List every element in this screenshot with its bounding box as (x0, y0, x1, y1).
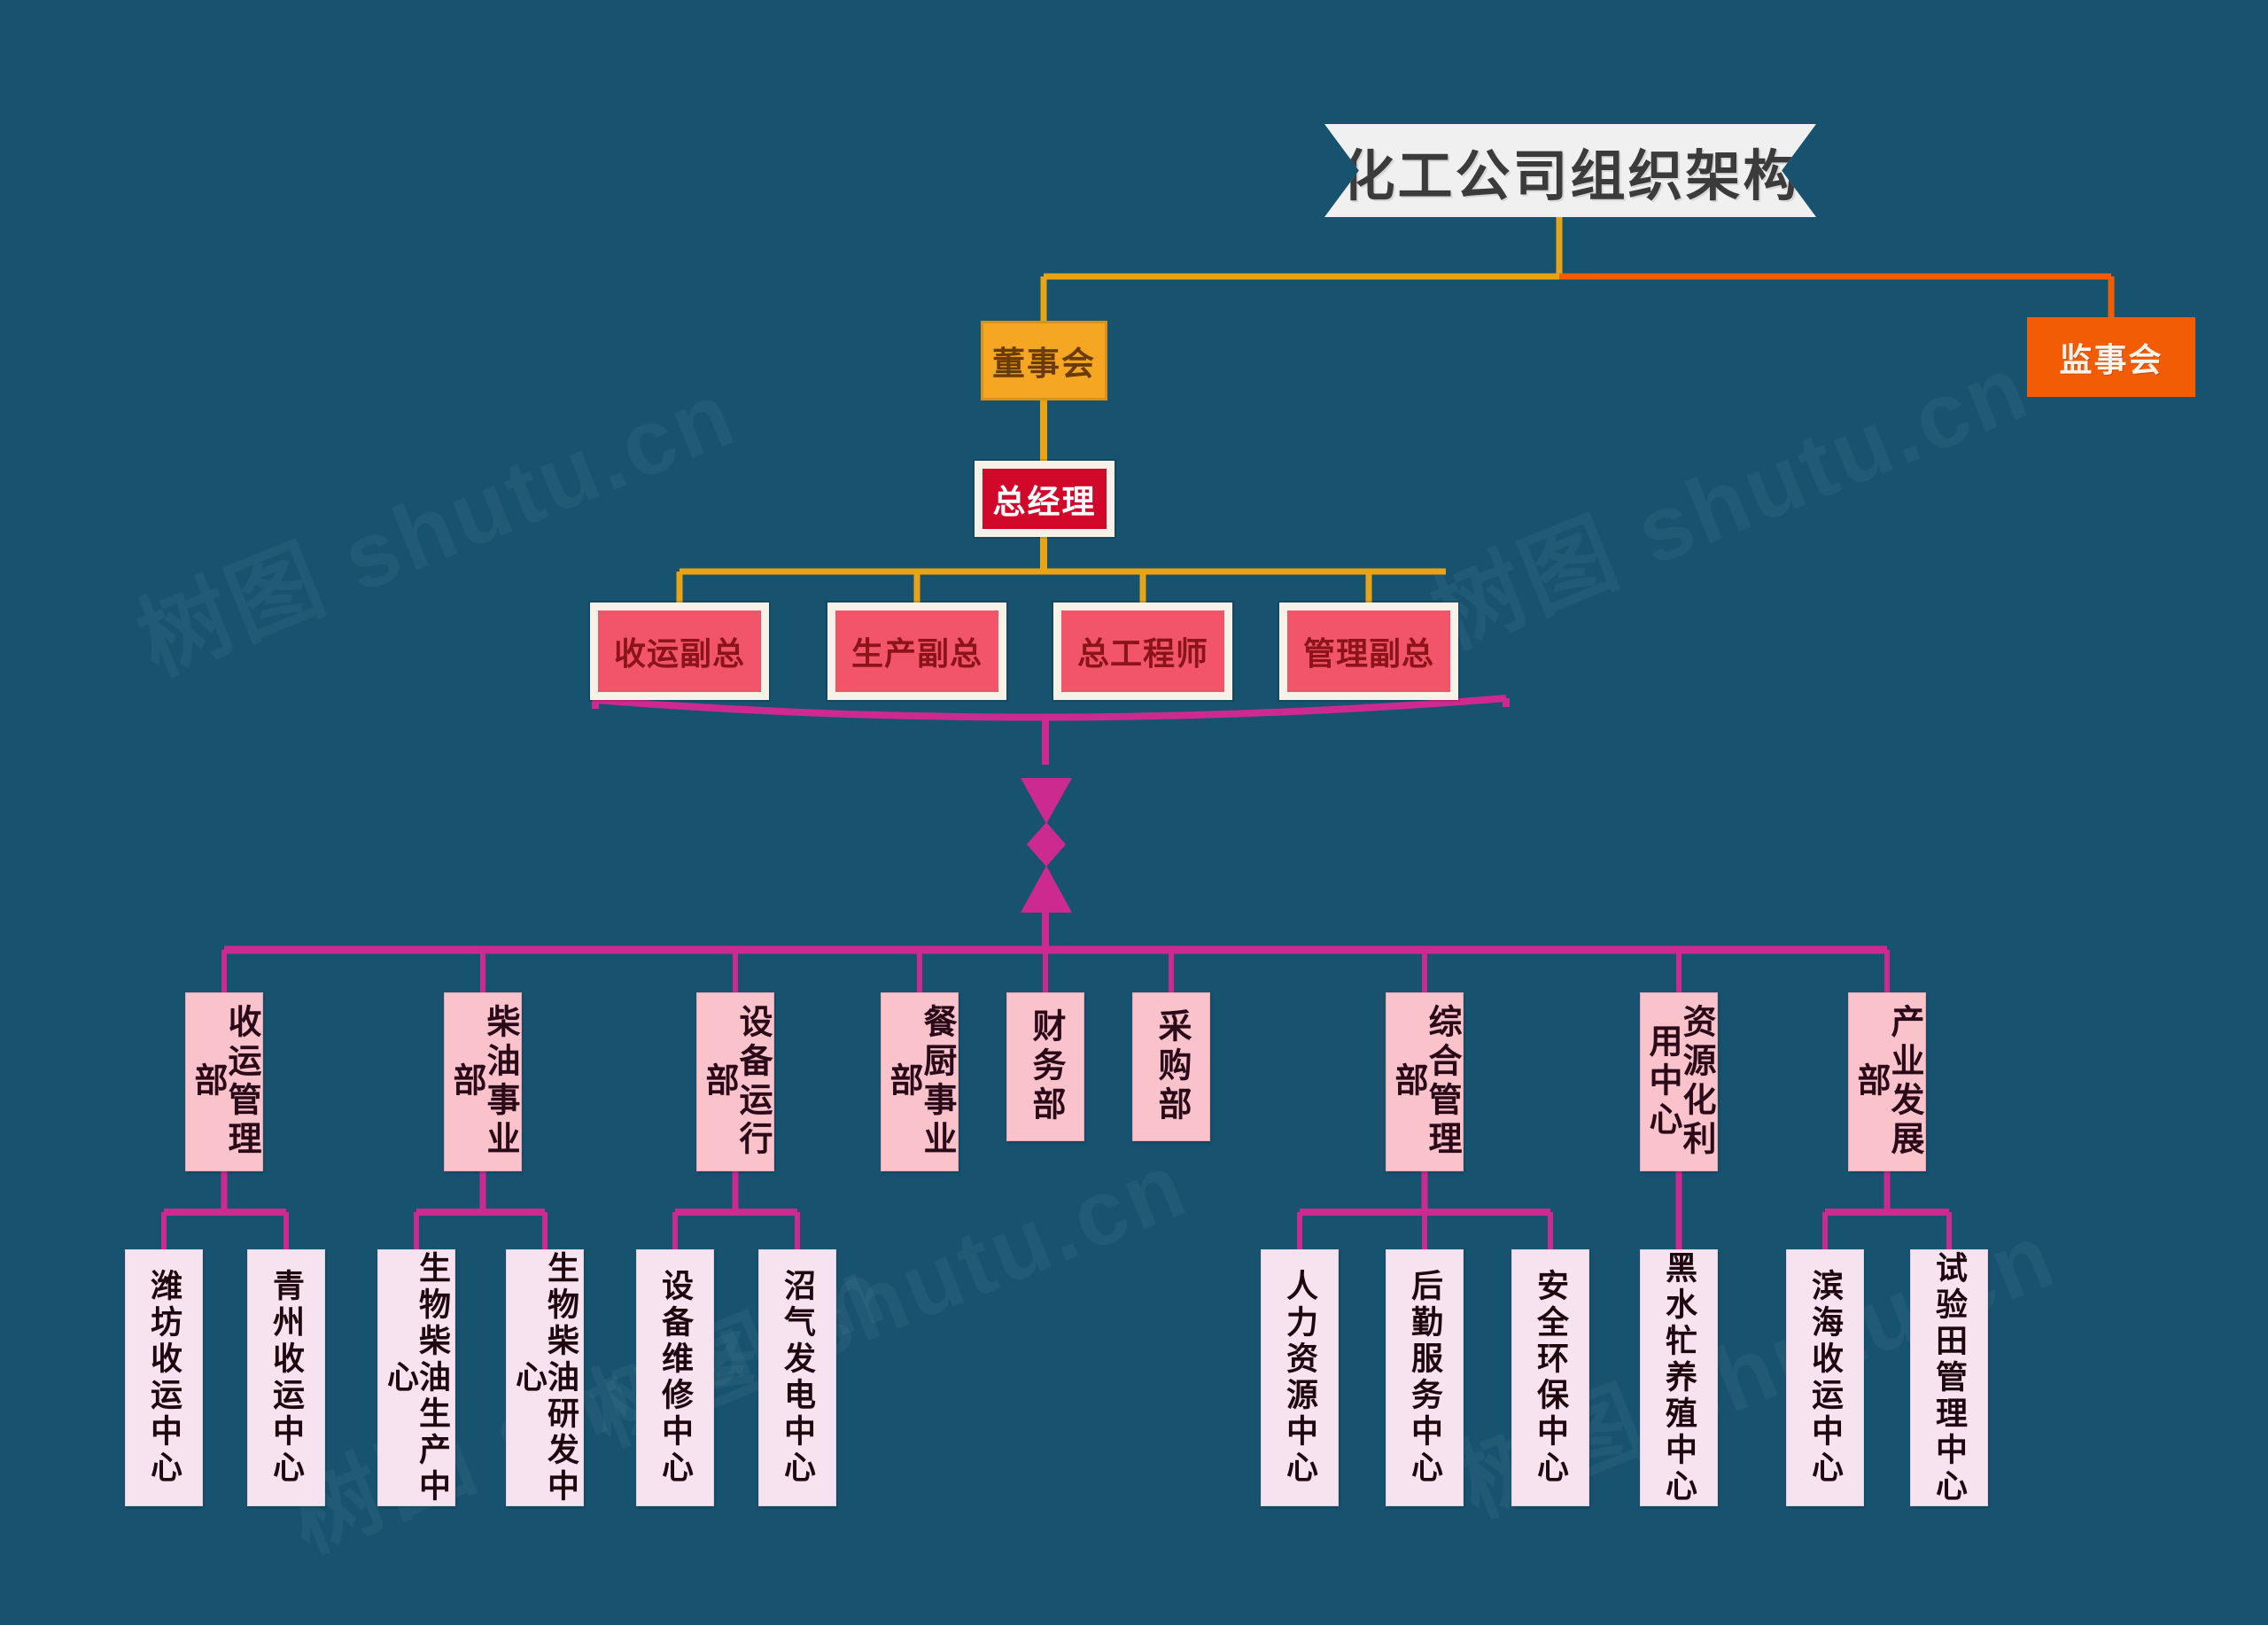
node-label: 柴油事业部 (447, 1004, 518, 1160)
node-label: 董事会 (992, 346, 1096, 382)
node-label: 总经理 (992, 484, 1097, 520)
node-dept-general-management[interactable]: 综合管理部 (1386, 992, 1464, 1171)
node-label: 采购部 (1153, 1008, 1190, 1125)
node-label: 管理副总 (1302, 635, 1434, 672)
node-vp-production[interactable]: 生产副总 (827, 603, 1006, 700)
node-center-human-resources[interactable]: 人力资源中心 (1261, 1249, 1339, 1506)
node-dept-diesel-division[interactable]: 柴油事业部 (444, 992, 522, 1171)
node-center-weifang-collection[interactable]: 潍坊收运中心 (125, 1249, 203, 1506)
node-label: 餐厨事业部 (884, 1004, 955, 1160)
node-dept-industry-development[interactable]: 产业发展部 (1848, 992, 1926, 1171)
node-label: 设备维修中心 (657, 1269, 694, 1487)
watermark-2: 树图 shutu.cn (1409, 312, 2046, 673)
node-label: 试验田管理中心 (1931, 1250, 1968, 1505)
node-board-of-supervisors[interactable]: 监事会 (2027, 317, 2195, 397)
node-label: 总工程师 (1076, 635, 1208, 672)
node-label: 潍坊收运中心 (146, 1269, 183, 1487)
node-label: 监事会 (2059, 342, 2163, 378)
node-chief-engineer[interactable]: 总工程师 (1053, 603, 1232, 700)
node-label: 综合管理部 (1389, 1004, 1460, 1160)
chart-title-banner: 化工公司组织架构 (1324, 124, 1816, 217)
node-center-safety-environment[interactable]: 安全环保中心 (1511, 1249, 1589, 1506)
node-dept-equipment-operations[interactable]: 设备运行部 (696, 992, 774, 1171)
node-dept-collection-transport-management[interactable]: 收运管理部 (185, 992, 263, 1171)
chart-title-text: 化工公司组织架构 (1340, 145, 1801, 207)
node-label: 沼气发电中心 (780, 1269, 816, 1487)
node-label: 后勤服务中心 (1407, 1269, 1443, 1487)
node-label: 财务部 (1027, 1008, 1064, 1125)
node-center-binhai-collection[interactable]: 滨海收运中心 (1786, 1249, 1864, 1506)
node-label: 资源化利用中心 (1643, 1004, 1714, 1160)
node-center-biogas-power[interactable]: 沼气发电中心 (758, 1249, 836, 1506)
node-center-biodiesel-rnd[interactable]: 生物柴油研发中心 (506, 1249, 584, 1506)
node-center-black-soldier-fly-breeding[interactable]: 黑水牤养殖中心 (1640, 1249, 1718, 1506)
node-center-qingzhou-collection[interactable]: 青州收运中心 (247, 1249, 325, 1506)
node-label: 生产副总 (850, 635, 983, 672)
node-dept-resource-utilization-center[interactable]: 资源化利用中心 (1640, 992, 1718, 1171)
node-dept-kitchen-waste-division[interactable]: 餐厨事业部 (881, 992, 959, 1171)
node-general-manager[interactable]: 总经理 (975, 461, 1115, 537)
node-board-of-directors[interactable]: 董事会 (981, 321, 1107, 400)
node-label: 收运副总 (613, 635, 745, 672)
node-label: 产业发展部 (1852, 1004, 1922, 1160)
node-label: 设备运行部 (700, 1004, 771, 1160)
node-center-experimental-field-management[interactable]: 试验田管理中心 (1910, 1249, 1988, 1506)
node-center-equipment-maintenance[interactable]: 设备维修中心 (636, 1249, 714, 1506)
node-dept-procurement[interactable]: 采购部 (1132, 992, 1210, 1141)
node-label: 滨海收运中心 (1807, 1269, 1844, 1487)
node-center-logistics-services[interactable]: 后勤服务中心 (1386, 1249, 1464, 1506)
node-center-biodiesel-production[interactable]: 生物柴油生产中心 (377, 1249, 455, 1506)
node-vp-collection-transport[interactable]: 收运副总 (590, 603, 769, 700)
node-label: 黑水牤养殖中心 (1661, 1250, 1697, 1505)
node-dept-finance[interactable]: 财务部 (1006, 992, 1084, 1141)
node-label: 生物柴油研发中心 (511, 1250, 579, 1505)
node-label: 人力资源中心 (1282, 1269, 1318, 1487)
node-label: 青州收运中心 (268, 1269, 305, 1487)
node-label: 生物柴油生产中心 (383, 1250, 451, 1505)
node-vp-management[interactable]: 管理副总 (1279, 603, 1458, 700)
node-label: 安全环保中心 (1533, 1269, 1569, 1487)
node-label: 收运管理部 (189, 1004, 260, 1160)
